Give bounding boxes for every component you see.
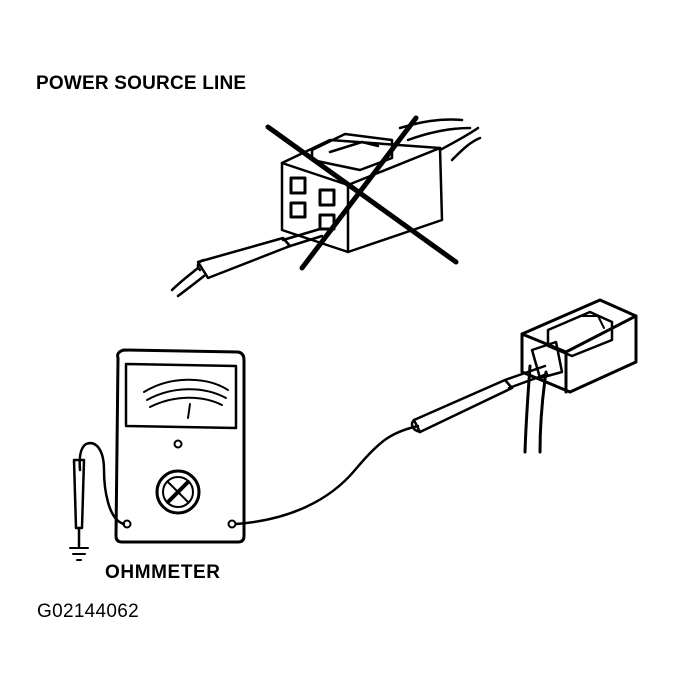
figure-code: G02144062 <box>37 601 140 622</box>
cross-out-icon <box>265 115 459 271</box>
ground-lead <box>72 441 126 548</box>
ohmmeter-icon <box>114 348 246 544</box>
right-lead <box>234 424 420 526</box>
top-probe-icon <box>170 227 324 298</box>
right-connector-icon <box>520 298 638 454</box>
ohmmeter-label: OHMMETER <box>105 562 221 583</box>
diagram-title: POWER SOURCE LINE <box>36 73 247 94</box>
ground-symbol-icon <box>69 547 89 561</box>
